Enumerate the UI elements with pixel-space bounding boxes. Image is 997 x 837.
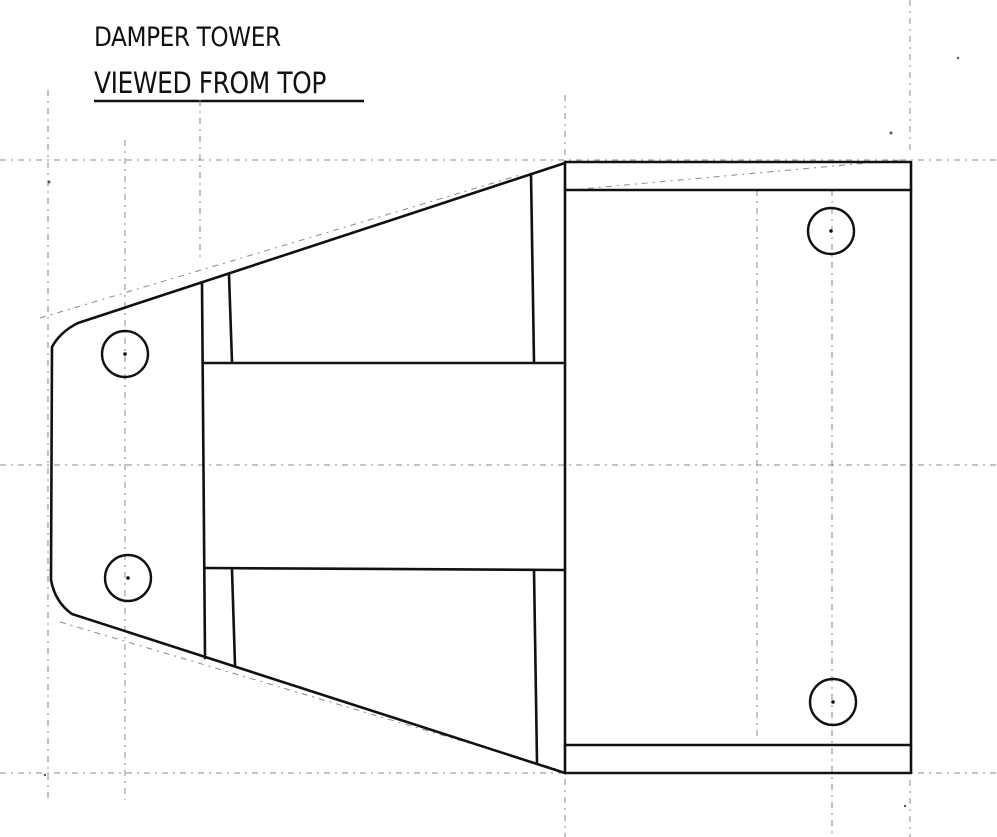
speck <box>889 131 893 135</box>
tapered-plate-outline <box>49 161 567 775</box>
channel-edge-bottom <box>203 566 567 572</box>
hole-centre-mark <box>829 229 833 233</box>
speck <box>43 773 47 777</box>
construction-line-diagonal <box>569 159 901 191</box>
speck <box>956 56 960 60</box>
drawing-title: DAMPER TOWER <box>94 22 281 53</box>
hole-centre-mark <box>123 352 127 356</box>
bolt-hole-top-left <box>100 329 150 379</box>
bolt-hole-bottom-left <box>103 553 153 603</box>
flange-line-left-inner-top <box>227 273 234 364</box>
bolt-holes <box>100 206 858 727</box>
flange-line-left-outer <box>200 281 207 660</box>
part-outline <box>49 160 913 775</box>
bolt-hole-bottom-right <box>808 677 858 727</box>
hole-centre-mark <box>126 576 130 580</box>
speck <box>47 180 51 184</box>
hole-centre-mark <box>831 700 835 704</box>
base-plate-outline <box>563 160 913 775</box>
drawing-subtitle: VIEWED FROM TOP <box>94 66 326 100</box>
hole-centre-marks <box>123 229 835 704</box>
construction-line-taper-top <box>39 174 521 319</box>
bolt-hole-top-right <box>806 206 856 256</box>
flange-line-left-inner-bottom <box>230 568 237 667</box>
gusset-line-top <box>529 172 536 364</box>
scan-specks <box>43 56 960 808</box>
speck <box>903 804 907 808</box>
gusset-line-bottom <box>532 568 539 764</box>
